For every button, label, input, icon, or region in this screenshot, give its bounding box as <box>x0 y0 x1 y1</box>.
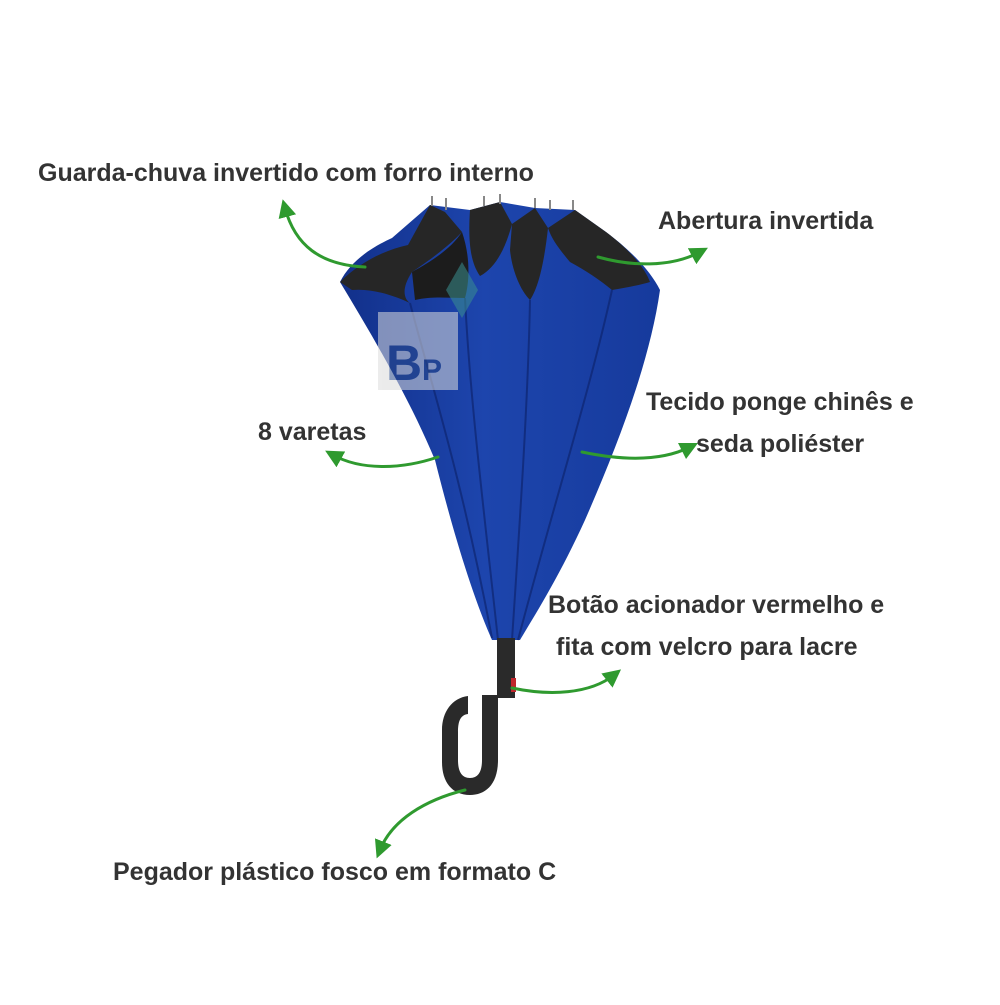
label-handle: Pegador plástico fosco em formato C <box>113 858 557 886</box>
watermark-logo: B P <box>378 262 478 391</box>
label-fabric-line2: seda poliéster <box>696 430 865 458</box>
arrow-botao <box>510 669 622 694</box>
arrow-guarda-chuva <box>278 199 367 269</box>
label-inverted-umbrella: Guarda-chuva invertido com forro interno <box>38 159 534 187</box>
rib-tips <box>431 194 574 210</box>
red-button <box>511 678 516 692</box>
c-shaped-handle <box>442 695 498 795</box>
label-button-line2: fita com velcro para lacre <box>556 633 858 661</box>
umbrella-lining <box>548 210 650 290</box>
watermark-text: B <box>386 335 422 391</box>
arrow-varetas <box>325 450 440 468</box>
curved-arrow-icons <box>278 199 708 859</box>
umbrella-lining <box>340 205 462 303</box>
umbrella-lining <box>510 208 548 300</box>
label-ribs: 8 varetas <box>258 418 367 446</box>
arrow-pegador <box>374 788 467 859</box>
umbrella-shaft <box>497 638 515 698</box>
label-button-line1: Botão acionador vermelho e <box>548 591 885 619</box>
umbrella-lining <box>469 202 512 276</box>
label-inverted-opening: Abertura invertida <box>658 207 874 235</box>
watermark-text-p: P <box>422 354 442 387</box>
label-fabric-line1: Tecido ponge chinês e <box>646 388 914 416</box>
arrow-tecido <box>580 442 699 460</box>
umbrella-canopy <box>340 202 660 640</box>
arrow-abertura <box>596 247 708 266</box>
